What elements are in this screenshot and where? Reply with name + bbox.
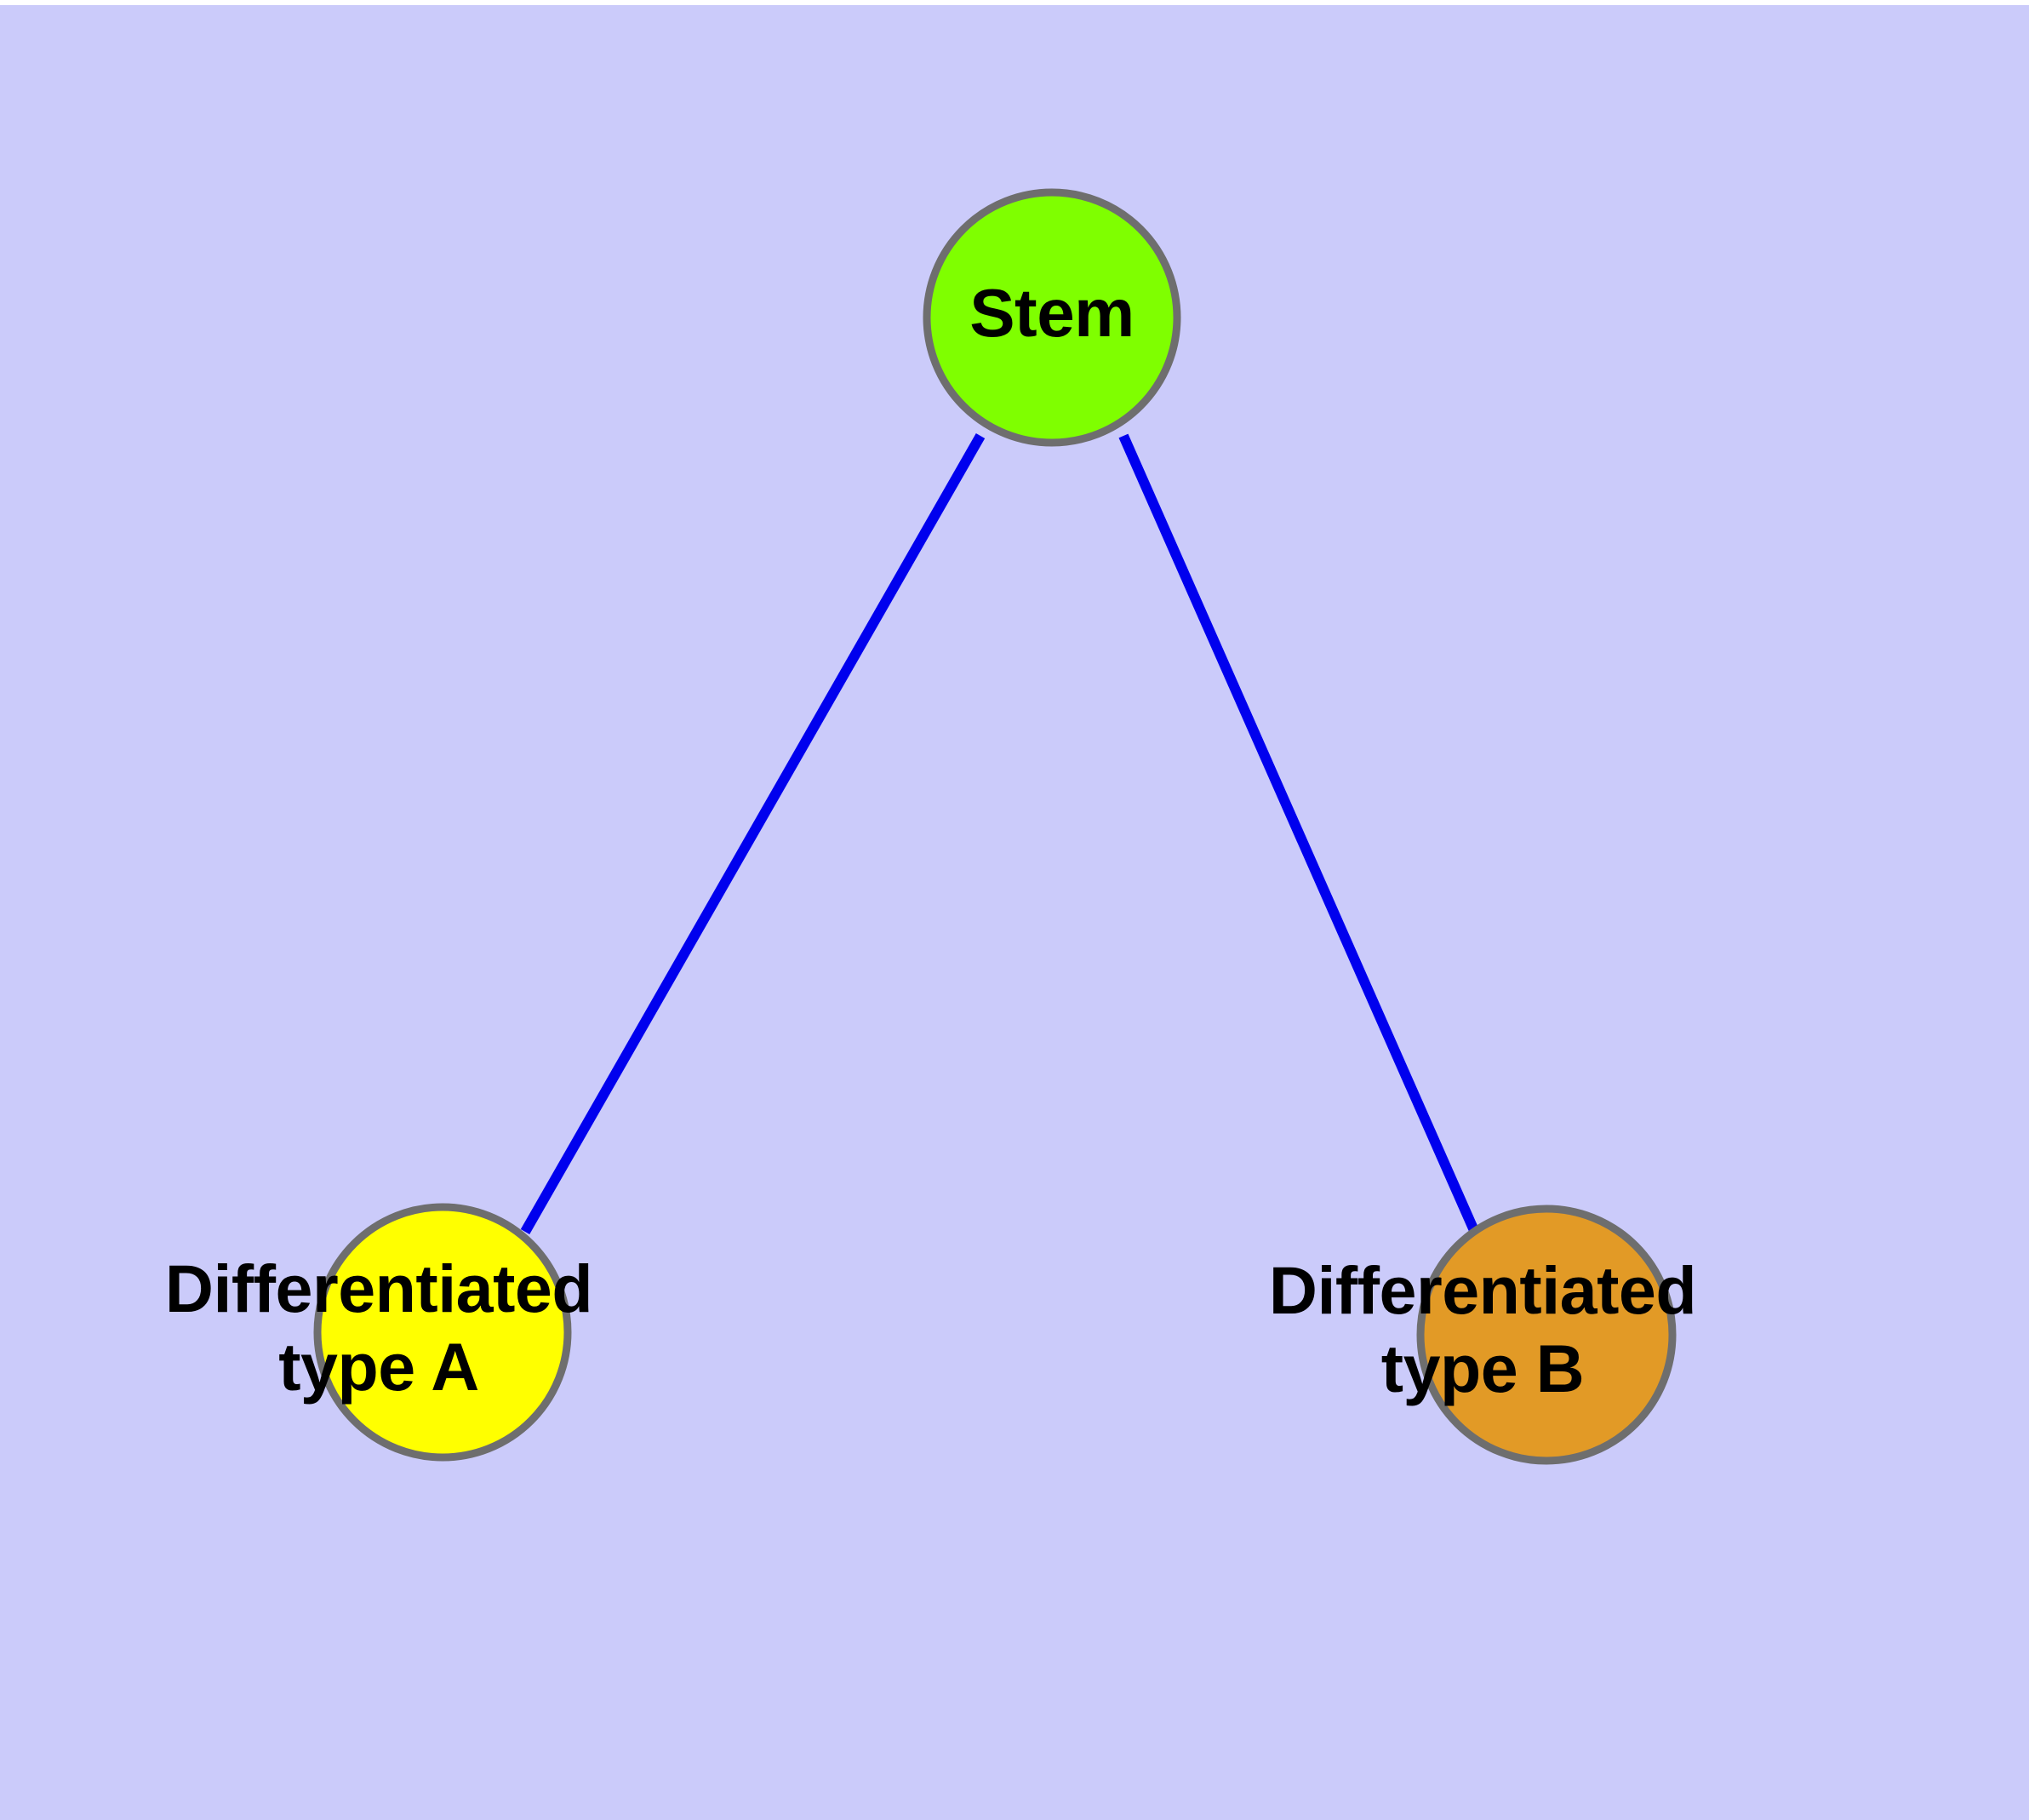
- node-diff-a-circle[interactable]: [313, 1203, 572, 1462]
- edge-stem-to-diff-b[interactable]: [1118, 433, 1481, 1237]
- node-stem-circle[interactable]: [923, 188, 1181, 447]
- node-diff-b-circle[interactable]: [1416, 1205, 1677, 1465]
- edge-stem-to-diff-a[interactable]: [520, 433, 986, 1234]
- edges-group: [520, 433, 1481, 1237]
- nodes-group: [313, 188, 1677, 1465]
